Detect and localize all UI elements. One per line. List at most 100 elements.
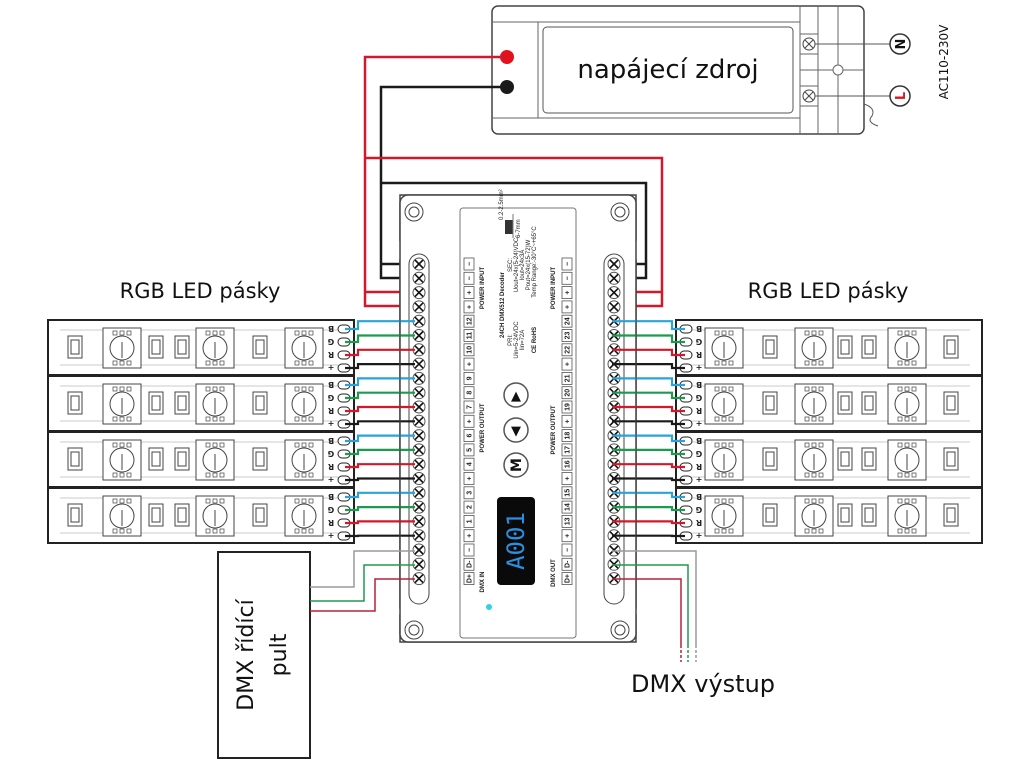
terminal-box bbox=[561, 343, 573, 357]
terminal-label: 17 bbox=[565, 446, 572, 454]
strip-wire bbox=[612, 377, 685, 387]
down-arrow-icon: ▼ bbox=[511, 424, 521, 439]
svg-text:+: + bbox=[328, 475, 335, 484]
terminal-box bbox=[561, 286, 573, 300]
svg-text:+: + bbox=[328, 531, 335, 540]
dmx-console-label-line2: pult bbox=[267, 633, 292, 676]
svg-text:B: B bbox=[328, 380, 334, 389]
led-strip-right: BGR+ bbox=[675, 375, 983, 432]
terminal-label: + bbox=[467, 362, 474, 366]
terminal-label: D+ bbox=[467, 574, 474, 583]
strip-pin-R: R bbox=[328, 350, 351, 360]
led-strip-right: BGR+ bbox=[675, 319, 983, 376]
svg-text:R: R bbox=[328, 462, 334, 471]
right-strips-title: RGB LED pásky bbox=[748, 279, 909, 303]
terminal-label: + bbox=[565, 534, 572, 538]
pri-label: PRI: bbox=[508, 334, 514, 346]
up-arrow-icon: ▲ bbox=[511, 389, 521, 404]
svg-text:+: + bbox=[696, 531, 703, 540]
terminal-box bbox=[561, 300, 573, 314]
down-button[interactable]: ▼ bbox=[503, 417, 529, 443]
terminal-box bbox=[561, 414, 573, 428]
strip-wire bbox=[612, 391, 685, 400]
power-supply: N L AC110-230V napájecí zdroj bbox=[491, 5, 951, 135]
svg-text:R: R bbox=[328, 518, 334, 527]
strip-pin-+: + bbox=[679, 363, 702, 373]
pri-voltage: Uin=5-24VDC bbox=[514, 321, 520, 359]
terminal-box bbox=[463, 572, 475, 585]
strip-pin-+: + bbox=[328, 419, 351, 429]
svg-text:+: + bbox=[328, 363, 335, 372]
strip-pin-B: B bbox=[328, 492, 351, 502]
strip-wire bbox=[612, 348, 685, 357]
svg-text:6-7mm: 6-7mm bbox=[516, 219, 522, 238]
terminal-label: + bbox=[565, 476, 572, 480]
terminal-box bbox=[463, 257, 475, 271]
terminal-label: − bbox=[565, 548, 572, 552]
led-strip-left: BGR+ bbox=[47, 487, 355, 544]
terminal-box bbox=[463, 329, 475, 342]
strip-wire bbox=[612, 320, 685, 331]
strip-wire bbox=[612, 477, 685, 482]
menu-label: M bbox=[509, 458, 525, 472]
terminal-label: + bbox=[467, 419, 474, 423]
led-strip-right: BGR+ bbox=[675, 487, 983, 544]
terminal-box bbox=[463, 271, 475, 285]
menu-button[interactable]: M bbox=[503, 452, 529, 478]
strip-pin-G: G bbox=[679, 393, 702, 403]
terminal-screw-icon bbox=[412, 529, 426, 543]
terminal-label: − bbox=[565, 276, 572, 280]
terminal-label: 9 bbox=[467, 376, 474, 380]
terminal-box bbox=[463, 472, 475, 485]
left-terminal-screws bbox=[412, 257, 426, 586]
strip-wire bbox=[612, 363, 685, 370]
power-supply-label: napájecí zdroj bbox=[577, 55, 758, 85]
dmx-in-label: DMX IN bbox=[480, 572, 486, 593]
terminal-label: 8 bbox=[467, 391, 474, 395]
terminal-box bbox=[463, 386, 475, 400]
terminal-box bbox=[463, 286, 475, 300]
terminal-screw-icon bbox=[412, 329, 426, 342]
up-button[interactable]: ▲ bbox=[503, 382, 529, 408]
terminal-box bbox=[561, 357, 573, 371]
terminal-label: 6 bbox=[467, 434, 474, 438]
terminal-label: 18 bbox=[565, 432, 572, 440]
svg-text:R: R bbox=[696, 406, 702, 415]
decoder-model: 24CH DMX512 Decoder bbox=[500, 271, 506, 338]
terminal-screw-icon bbox=[412, 472, 426, 485]
strip-wire bbox=[612, 434, 685, 443]
terminal-box bbox=[561, 557, 573, 571]
terminal-box bbox=[463, 500, 475, 514]
neutral-label: N bbox=[894, 39, 909, 50]
terminal-screw-icon bbox=[412, 486, 426, 500]
terminal-label: 15 bbox=[565, 489, 572, 497]
terminal-box bbox=[561, 371, 573, 385]
terminal-box bbox=[561, 429, 573, 443]
terminal-box bbox=[561, 572, 573, 585]
strip-wire bbox=[345, 463, 415, 469]
terminal-label: 14 bbox=[565, 503, 572, 511]
terminal-box bbox=[463, 457, 475, 471]
terminal-label: 11 bbox=[467, 332, 474, 340]
terminal-screw-icon bbox=[412, 400, 426, 414]
terminal-label: − bbox=[467, 276, 474, 280]
terminal-label: 3 bbox=[467, 491, 474, 495]
svg-text:R: R bbox=[696, 518, 702, 527]
svg-text:B: B bbox=[696, 324, 702, 333]
terminal-screw-icon bbox=[607, 300, 621, 314]
terminal-screw-icon bbox=[412, 500, 426, 514]
strip-pin-R: R bbox=[328, 406, 351, 416]
terminal-label: 20 bbox=[565, 389, 572, 397]
svg-text:B: B bbox=[696, 380, 702, 389]
sec-label: SEC: bbox=[508, 258, 514, 272]
terminal-screw-icon bbox=[412, 414, 426, 428]
strip-wire bbox=[345, 348, 415, 357]
strip-pin-G: G bbox=[328, 337, 351, 347]
terminal-screw-icon bbox=[412, 286, 426, 300]
terminal-label: 13 bbox=[565, 517, 572, 525]
strip-wire bbox=[612, 420, 685, 426]
terminal-label: 24 bbox=[565, 317, 572, 325]
dmx-output-label: DMX výstup bbox=[631, 670, 775, 698]
